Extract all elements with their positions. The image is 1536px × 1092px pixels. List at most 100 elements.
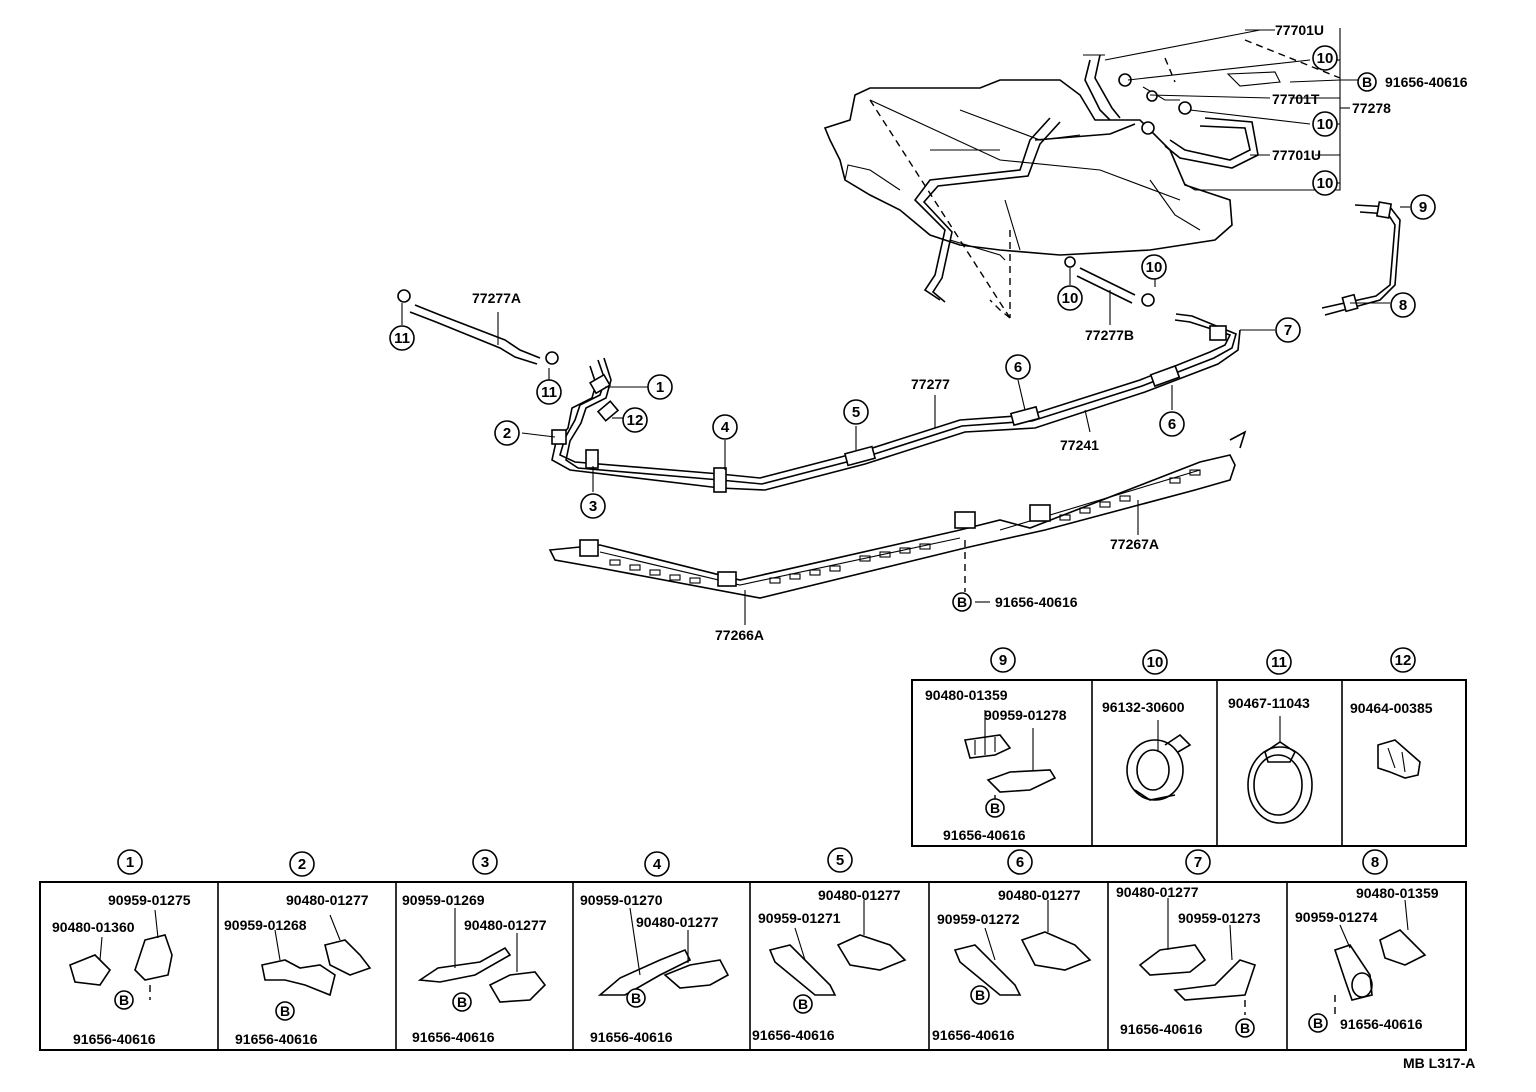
part-4a: 90959-01270 <box>580 892 663 908</box>
bolt-b-box-7-letter: B <box>1240 1020 1250 1036</box>
bolt-b-box-7: B <box>1235 1018 1255 1038</box>
label-77266A: 77266A <box>715 627 764 643</box>
callout-top-box-1-number: 9 <box>999 652 1007 669</box>
callout-bottom-box-8: 8 <box>1362 849 1388 875</box>
callout-main-12-circle <box>622 407 648 433</box>
callout-main-3-circle <box>1312 170 1338 196</box>
fuel-tank <box>823 79 1233 319</box>
grommet-12-drawing <box>1377 739 1421 779</box>
callout-top-box-3: 11 <box>1266 649 1292 675</box>
callout-bottom-box-5-number: 5 <box>836 852 844 869</box>
leader-lines <box>401 28 1410 625</box>
callout-main-1-circle <box>1312 45 1338 71</box>
callout-main-15: 4 <box>712 414 738 440</box>
bolt-b-9: B <box>990 800 1000 816</box>
part-1c: 91656-40616 <box>73 1031 156 1047</box>
part-7b: 90959-01273 <box>1178 910 1261 926</box>
label-77701U-top: 77701U <box>1275 22 1324 38</box>
part-9c: 91656-40616 <box>943 827 1026 843</box>
bolt-b-box-2-letter: B <box>280 1003 290 1019</box>
callout-top-box-2-circle <box>1142 649 1168 675</box>
part-7a: 90480-01277 <box>1116 884 1199 900</box>
callout-main-14-number: 3 <box>589 498 597 515</box>
top-detail-boxes: 90480-01359 90959-01278 91656-40616 B 96… <box>911 679 1467 847</box>
callout-bottom-box-6-circle <box>1007 849 1033 875</box>
callout-main-3: 10 <box>1312 170 1338 196</box>
part-8a: 90480-01359 <box>1356 885 1439 901</box>
callout-top-box-4-number: 12 <box>1395 652 1412 669</box>
callout-main-16-number: 5 <box>852 404 860 421</box>
callout-main-6: 9 <box>1410 194 1436 220</box>
bottom-detail-boxes <box>39 881 1467 1051</box>
label-77701T: 77701T <box>1272 91 1320 107</box>
bolt-b-box-5-letter: B <box>798 996 808 1012</box>
label-77278: 77278 <box>1352 100 1391 116</box>
callout-bottom-box-2: 2 <box>289 851 315 877</box>
callout-bottom-box-4: 4 <box>644 851 670 877</box>
bracket-rails <box>548 430 1247 599</box>
main-fuel-lines <box>551 313 1241 491</box>
clamp-10-drawing <box>1126 720 1192 801</box>
callout-bottom-box-7-circle <box>1185 849 1211 875</box>
label-91656-mid: 91656-40616 <box>995 594 1078 610</box>
hose-77277B <box>1064 256 1155 307</box>
label-77701U-bottom: 77701U <box>1272 147 1321 163</box>
callout-bottom-box-2-number: 2 <box>298 856 306 873</box>
callout-main-16-circle <box>843 399 869 425</box>
part-6a: 90480-01277 <box>998 887 1081 903</box>
bolt-b-box-4-circle <box>626 988 646 1008</box>
callout-main-14: 3 <box>580 493 606 519</box>
callout-top-box-1: 9 <box>990 647 1016 673</box>
bolt-b-box-8-circle <box>1308 1013 1328 1033</box>
clip-9-drawing <box>963 710 1057 818</box>
label-77277A: 77277A <box>472 290 521 306</box>
clamp-11-drawing <box>1247 716 1313 824</box>
callout-top-box-4: 12 <box>1390 647 1416 673</box>
callout-bottom-box-5-circle <box>827 847 853 873</box>
callout-main-6-circle <box>1410 194 1436 220</box>
callout-main-17: 6 <box>1005 354 1031 380</box>
part-3a: 90959-01269 <box>402 892 485 908</box>
part-2c: 91656-40616 <box>235 1031 318 1047</box>
bolt-b-box-5: B <box>793 994 813 1014</box>
bolt-b-box-8-letter: B <box>1313 1015 1323 1031</box>
part-11: 90467-11043 <box>1228 695 1310 711</box>
label-77277B: 77277B <box>1085 327 1134 343</box>
callout-main-14-circle <box>580 493 606 519</box>
bolt-b-box-2: B <box>275 1001 295 1021</box>
part-5a: 90480-01277 <box>818 887 901 903</box>
callout-main-7-number: 8 <box>1399 297 1407 314</box>
callout-bottom-box-2-circle <box>289 851 315 877</box>
callout-main-18-circle <box>1159 411 1185 437</box>
part-9b: 90959-01278 <box>984 707 1067 723</box>
callout-main-13: 2 <box>494 420 520 446</box>
callout-bottom-box-8-number: 8 <box>1371 854 1379 871</box>
callout-main-8: 7 <box>1275 317 1301 343</box>
callout-main-4-circle <box>1141 254 1167 280</box>
callout-bottom-box-8-circle <box>1362 849 1388 875</box>
callout-bottom-box-3-number: 3 <box>481 854 489 871</box>
bolt-b-box-7-circle <box>1235 1018 1255 1038</box>
bolt-b-box-1-circle <box>114 990 134 1010</box>
label-77267A: 77267A <box>1110 536 1159 552</box>
callout-main-4-number: 10 <box>1146 259 1163 276</box>
callout-bottom-box-4-number: 4 <box>653 856 662 873</box>
part-2b: 90959-01268 <box>224 917 307 933</box>
callout-top-box-4-circle <box>1390 647 1416 673</box>
tank-fuel-lines <box>913 117 1136 303</box>
top-box-labels: 90480-01359 90959-01278 91656-40616 B 96… <box>925 687 1433 843</box>
callout-main-11-number: 1 <box>656 379 664 396</box>
bolt-b-box-6-circle <box>970 985 990 1005</box>
callout-main-2: 10 <box>1312 111 1338 137</box>
callout-bottom-box-5: 5 <box>827 847 853 873</box>
callout-top-box-2: 10 <box>1142 649 1168 675</box>
callout-main-7: 8 <box>1390 292 1416 318</box>
part-2a: 90480-01277 <box>286 892 369 908</box>
part-1b: 90480-01360 <box>52 919 135 935</box>
bolt-b-box-1: B <box>114 990 134 1010</box>
callout-main-11-circle <box>647 374 673 400</box>
callout-main-5-circle <box>1057 285 1083 311</box>
callout-main-5: 10 <box>1057 285 1083 311</box>
